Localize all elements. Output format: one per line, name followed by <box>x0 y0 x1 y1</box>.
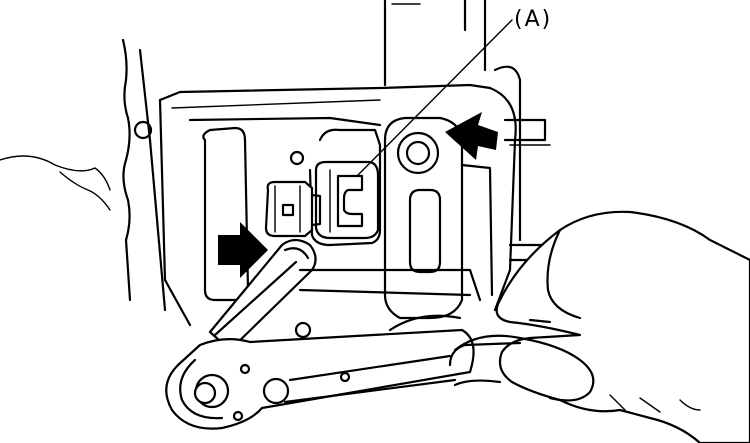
upper-bracket <box>383 0 487 87</box>
lower-bracket <box>294 268 482 339</box>
sensor-a <box>308 128 382 247</box>
hand <box>448 210 750 443</box>
mount-bolt <box>383 116 494 320</box>
left-panel <box>0 38 167 312</box>
callout-label-a: (A) <box>514 7 552 32</box>
connector-plug <box>264 180 322 238</box>
arrow-lower-left <box>218 222 268 278</box>
callout-leader-a <box>357 19 513 176</box>
ratchet-wrench <box>165 328 475 430</box>
arrow-upper-right <box>445 112 498 160</box>
